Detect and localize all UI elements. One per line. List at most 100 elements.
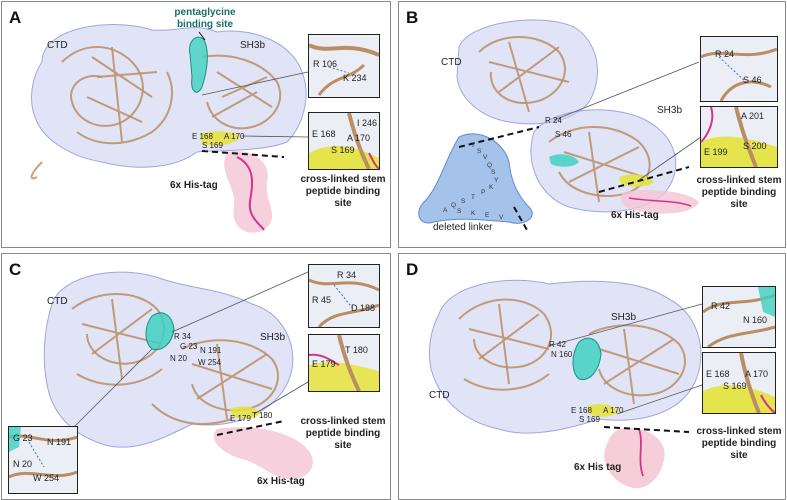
panel-letter: A — [9, 8, 22, 27]
leader-top — [171, 271, 309, 333]
residue-label: S 169 — [202, 141, 223, 150]
linker-residue: Q — [487, 162, 493, 169]
sh3b-label: SH3b — [260, 332, 286, 343]
cut-line-top — [458, 126, 540, 148]
inset-bottom: A 201 E 199 S 200 — [700, 106, 778, 168]
panel-b-structure — [418, 19, 702, 231]
ctd-ribbon — [61, 46, 173, 145]
panel-letter: D — [406, 260, 419, 279]
stem-site — [587, 404, 619, 417]
leader-bottom — [253, 381, 309, 415]
residue-label: S 200 — [743, 141, 767, 151]
inset-left: G 23 N 191 N 20 W 254 — [8, 426, 78, 494]
residue-label: S 169 — [723, 381, 747, 391]
inset-top: R 42 N 160 — [702, 286, 776, 348]
n-terminal-tail — [30, 161, 43, 180]
sh3b-label: SH3b — [657, 105, 683, 116]
residue-label: N 20 — [13, 459, 33, 469]
residue-label: A 170 — [347, 133, 371, 143]
residue-label: T 180 — [345, 345, 368, 355]
leader-top — [548, 303, 703, 347]
crosslinked-label: cross-linked stem peptide binding site — [300, 416, 386, 451]
residue-label: A 170 — [745, 369, 769, 379]
panel-a: A CTD SH3b pentaglycine binding site 6x … — [1, 1, 391, 248]
linker-residue: S — [477, 148, 482, 155]
inset-top: R 24 S 46 — [700, 36, 778, 102]
protein-surface — [31, 24, 307, 168]
ctd-label: CTD — [441, 57, 462, 68]
leader-top — [201, 71, 309, 96]
residue-label: N 191 — [47, 437, 72, 447]
residue-label: I 246 — [357, 118, 378, 128]
his-tag-label: 6x His tag — [574, 462, 622, 473]
sh3b-ribbon — [548, 126, 651, 203]
his-tag-surface — [620, 190, 699, 214]
binding-site — [145, 312, 175, 351]
ctd-label: CTD — [47, 296, 68, 307]
his-tag-label: 6x His-tag — [611, 210, 659, 221]
ctd-ribbon — [478, 36, 570, 113]
sh3b-ribbon — [201, 54, 282, 130]
inset-bottom: T 180 E 179 — [308, 334, 380, 392]
residue-label: R 24 — [715, 49, 735, 59]
linker-residue: E — [485, 212, 490, 219]
residue-label: S 46 — [743, 75, 762, 85]
inset-top: R 106 K 234 — [308, 34, 380, 98]
sh3b-ribbon — [588, 324, 686, 405]
deleted-linker-label: deleted linker — [433, 222, 493, 233]
residue-label: E 168 — [312, 129, 336, 139]
panel-b: B CTD SH3b deleted linker 6x His-tag cro… — [398, 1, 786, 248]
linker-residue: K — [471, 210, 476, 217]
his-tag-line — [638, 428, 644, 477]
residue-label: R 34 — [337, 270, 357, 280]
leader-bottom — [616, 383, 706, 415]
linker-residue: S — [461, 198, 466, 205]
his-tag-surface — [604, 428, 665, 489]
cut-line — [201, 150, 285, 158]
inset-bottom: E 168 A 170 I 246 S 169 — [308, 112, 380, 170]
sh3b-ribbon — [151, 339, 279, 425]
residue-label: K 234 — [343, 73, 367, 83]
residue-label: N 160 — [743, 315, 768, 325]
residue-label: R 42 — [711, 301, 731, 311]
residue-label: R 106 — [313, 59, 338, 69]
residue-label: N 20 — [170, 354, 187, 363]
inset-bottom: E 168 A 170 S 169 — [702, 352, 776, 414]
residue-label: E 199 — [704, 147, 728, 157]
binding-site — [572, 337, 602, 381]
inset-top: R 34 R 45 D 188 — [308, 264, 380, 328]
residue-label: N 191 — [200, 346, 222, 355]
crosslinked-label: cross-linked stem peptide binding site — [696, 426, 782, 461]
sh3b-label: SH3b — [240, 40, 266, 51]
linker-residue: Q — [451, 202, 457, 209]
cut-line-right — [513, 206, 528, 231]
linker-residue: S — [457, 208, 462, 215]
residue-label: A 170 — [603, 406, 624, 415]
crosslinked-label: cross-linked stem peptide binding site — [300, 174, 386, 209]
stem-site — [200, 131, 240, 146]
cut-line — [603, 426, 690, 433]
residue-label: R 34 — [174, 332, 191, 341]
panel-d-structure — [428, 279, 706, 489]
linker-residue: A — [443, 207, 448, 214]
panel-letter: B — [406, 8, 419, 27]
linker-residue: T — [471, 142, 475, 149]
residue-label: T 180 — [252, 411, 273, 420]
residue-label: S 169 — [579, 415, 600, 424]
his-tag-line — [236, 156, 265, 231]
pentaglycine-site — [188, 36, 208, 93]
panel-letter: C — [9, 260, 22, 279]
ctd-label: CTD — [429, 390, 450, 401]
residue-label: E 168 — [706, 369, 730, 379]
cut-line — [216, 420, 285, 436]
residue-label: W 254 — [33, 473, 60, 483]
pentaglycine-arrow — [198, 31, 206, 41]
stem-site — [230, 406, 260, 419]
panel-a-structure — [30, 24, 309, 233]
his-tag-surface — [213, 427, 313, 479]
pentaglycine-label: pentaglycine binding site — [174, 7, 236, 30]
ctd-label: CTD — [47, 40, 68, 51]
panel-c-structure — [43, 271, 313, 479]
residue-label: R 42 — [549, 340, 566, 349]
his-tag-label: 6x His-tag — [170, 180, 218, 191]
